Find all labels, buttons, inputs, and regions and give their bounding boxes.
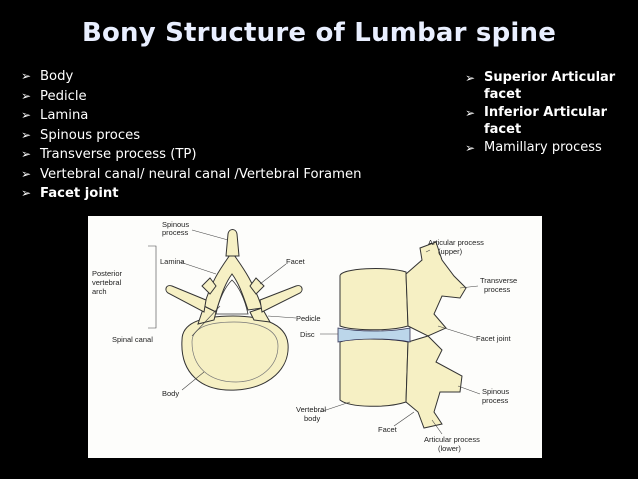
- arrow-bullet-icon: ➢: [21, 108, 32, 122]
- right-leader-lines: [319, 249, 481, 435]
- upper-vertebral-body-shape: [339, 268, 409, 331]
- left-bullet-list: ➢ Body➢Pedicle➢ Lamina➢Spinous proces➢Tr…: [20, 67, 361, 204]
- label-vertebral-body-l1: Vertebral: [296, 405, 326, 414]
- left-list-item: ➢ Transverse process (TP): [20, 145, 361, 165]
- label-articular-upper-l2: (upper): [438, 247, 463, 256]
- arrow-bullet-icon: ➢: [465, 71, 476, 85]
- slide-title: Bony Structure of Lumbar spine: [81, 18, 557, 48]
- superior-view-vertebra: [165, 229, 303, 391]
- spinal-canal-shape: [215, 279, 249, 315]
- vertebral-body-ring: [191, 321, 279, 383]
- right-bullet-list: ➢ Superior Articular facet ➢ Inferior Artic…: [464, 70, 634, 159]
- label-vertebral-body-l2: body: [304, 414, 321, 423]
- lower-posterior-elements-shape: [405, 335, 463, 429]
- label-articular-upper-l1: Articular process: [428, 238, 484, 247]
- right-list-item-label: Superior Articular facet: [484, 70, 616, 102]
- right-list-item: ➢ Mamillary process: [464, 140, 634, 157]
- label-spinous-right-l1: Spinous: [482, 387, 509, 396]
- transverse-process-right-shape: [259, 285, 303, 313]
- arrow-bullet-icon: ➢: [21, 127, 32, 142]
- left-list-item-label: Vertebral canal/ neural canal /Vertebral…: [40, 166, 362, 182]
- lumbar-vertebra-figure: Spinous process Lamina Facet Posterior v…: [88, 216, 542, 458]
- left-list-item: ➢ Pedicle: [20, 87, 361, 107]
- lumbar-vertebra-illustration: Spinous process Lamina Facet Posterior v…: [92, 220, 517, 453]
- label-pedicle: Pedicle: [296, 314, 321, 323]
- lower-vertebral-body-shape: [339, 338, 409, 407]
- left-list-item: ➢ Spinous proces: [20, 126, 361, 146]
- label-posterior-l3: arch: [92, 287, 107, 296]
- label-posterior-l2: vertebral: [92, 278, 122, 287]
- label-lamina: Lamina: [160, 257, 185, 266]
- label-transverse-l1: Transverse: [480, 276, 517, 285]
- facet-left-shape: [201, 277, 217, 295]
- arrow-bullet-icon: ➢: [465, 106, 476, 120]
- pedicle-right-shape: [249, 307, 271, 323]
- label-articular-lower-l1: Articular process: [424, 435, 480, 444]
- label-disc: Disc: [300, 330, 315, 339]
- label-facet-right-view: Facet: [378, 425, 398, 434]
- left-leader-lines: [148, 229, 297, 391]
- right-list-item-label: Mamillary process: [484, 140, 602, 155]
- label-spinous-right-l2: process: [482, 396, 509, 405]
- label-posterior-l1: Posterior: [92, 269, 123, 278]
- arrow-bullet-icon: ➢: [21, 166, 32, 181]
- left-list-item-label: Lamina: [40, 108, 89, 123]
- spinous-process-shape: [225, 229, 240, 257]
- lateral-view-vertebrae: [339, 241, 467, 429]
- right-list-item: ➢ Inferior Articular facet: [464, 105, 634, 138]
- label-transverse-l2: process: [484, 285, 511, 294]
- lamina-shape: [203, 251, 263, 313]
- transverse-process-left-shape: [165, 285, 207, 313]
- arrow-bullet-icon: ➢: [21, 88, 32, 103]
- arrow-bullet-icon: ➢: [465, 141, 476, 155]
- left-list-item-label: Pedicle: [40, 88, 87, 104]
- left-list-item: ➢ Body: [20, 67, 361, 87]
- intervertebral-disc-shape: [337, 327, 411, 343]
- left-list-item-label: Facet joint: [40, 186, 119, 201]
- arrow-bullet-icon: ➢: [21, 186, 32, 200]
- left-list-item-label: Body: [40, 69, 74, 84]
- label-body: Body: [162, 389, 179, 398]
- label-spinous-process-l2: process: [162, 228, 189, 237]
- right-list-item-label: Inferior Articular facet: [484, 105, 608, 137]
- left-list-item-label: Transverse process (TP): [40, 147, 197, 162]
- left-list-item: ➢ Lamina: [20, 106, 361, 126]
- label-articular-lower-l2: (lower): [438, 444, 461, 453]
- arrow-bullet-icon: ➢: [21, 69, 32, 83]
- left-list-item: ➢ Vertebral canal/ neural canal /Vertebra…: [20, 165, 361, 185]
- left-list-item: ➢ Facet joint: [20, 184, 361, 204]
- upper-posterior-elements-shape: [405, 241, 467, 337]
- left-list-item-label: Spinous proces: [40, 127, 141, 143]
- label-spinous-process-l1: Spinous: [162, 220, 189, 229]
- vertebral-body-shape: [181, 315, 289, 391]
- label-facet-left-view: Facet: [286, 257, 306, 266]
- arrow-bullet-icon: ➢: [21, 147, 32, 161]
- right-list-item: ➢ Superior Articular facet: [464, 70, 634, 103]
- label-spinal-canal: Spinal canal: [112, 335, 153, 344]
- label-facet-joint: Facet joint: [476, 334, 512, 343]
